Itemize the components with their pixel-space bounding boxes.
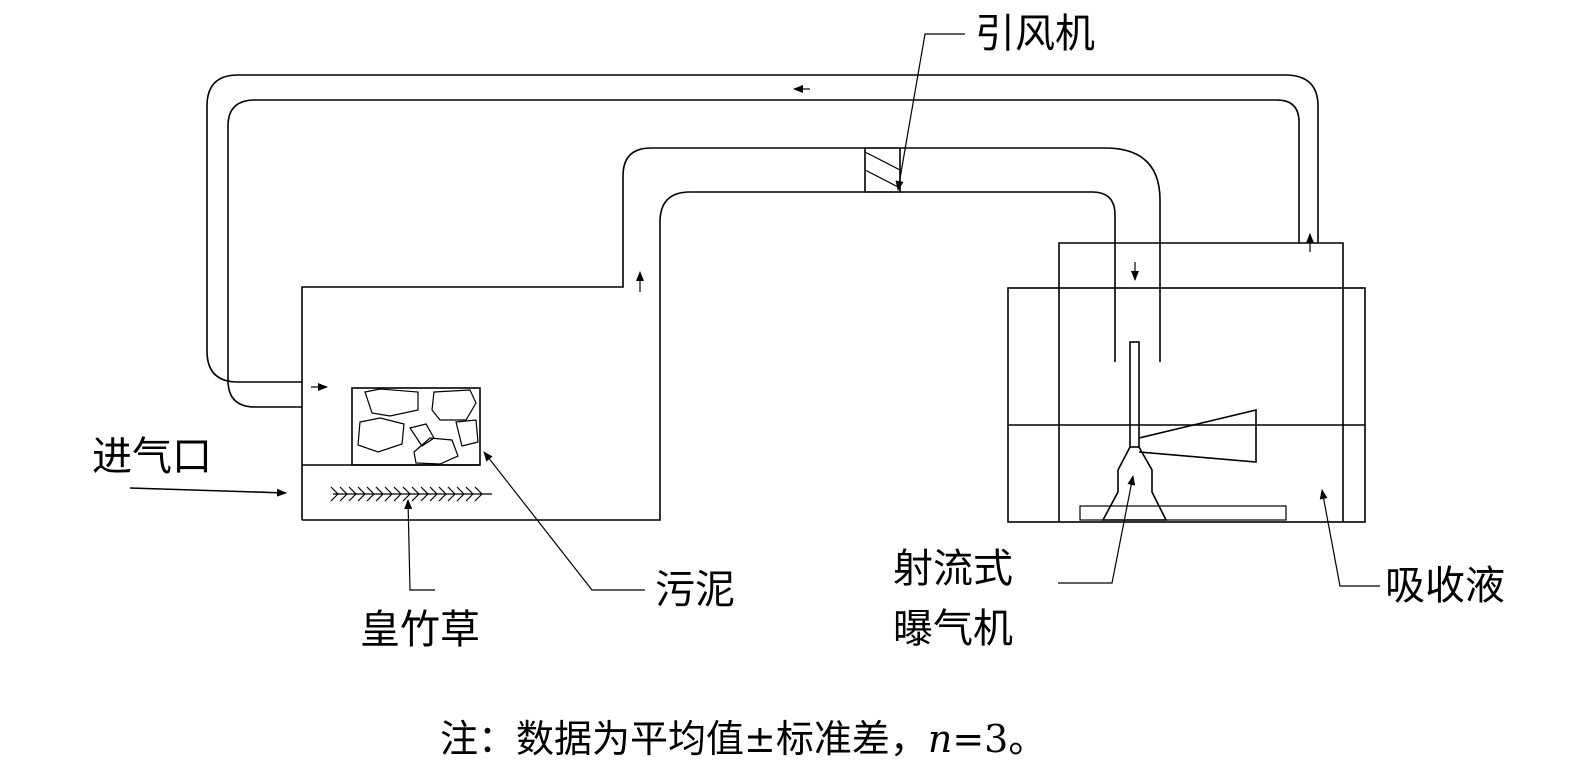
grass-stroke — [366, 486, 375, 495]
note-n-symbol: n — [928, 717, 952, 761]
grass-stroke — [402, 493, 411, 502]
jet-aerator — [1101, 341, 1257, 521]
leader-sludge — [483, 451, 645, 591]
leader-jet-aerator — [1058, 475, 1136, 584]
label-absorbent: 吸收液 — [1385, 563, 1505, 609]
grass-stroke — [357, 486, 366, 495]
leader-inlet — [129, 487, 287, 497]
grass-stroke — [420, 493, 429, 502]
leader-bamboo-grass — [404, 499, 435, 591]
grass-stroke — [384, 493, 393, 502]
label-fan: 引风机 — [975, 11, 1095, 57]
bamboo-grass-symbol — [330, 486, 492, 502]
label-jet-aerator-line2: 曝气机 — [893, 606, 1013, 652]
grass-stroke — [384, 486, 393, 495]
flow-arrows — [311, 85, 1314, 391]
grass-stroke — [339, 486, 348, 495]
label-sludge: 污泥 — [655, 567, 735, 613]
grass-stroke — [465, 486, 474, 495]
leader-lines — [129, 33, 1380, 591]
grass-stroke — [330, 486, 339, 495]
grass-stroke — [348, 486, 357, 495]
grass-stroke — [438, 486, 447, 495]
grass-stroke — [402, 486, 411, 495]
grass-stroke — [456, 493, 465, 502]
grass-stroke — [429, 486, 438, 495]
note-suffix: =3。 — [952, 717, 1046, 761]
grass-stroke — [357, 493, 366, 502]
absorber-tank — [1007, 242, 1366, 523]
grass-stroke — [420, 486, 429, 495]
label-inlet: 进气口 — [92, 434, 212, 480]
grass-stroke — [339, 493, 348, 502]
label-bamboo-grass: 皇竹草 — [360, 607, 480, 653]
grass-stroke — [366, 493, 375, 502]
grass-stroke — [456, 486, 465, 495]
figure-note: 注：数据为平均值±标准差，n=3。 — [440, 717, 1046, 761]
grass-stroke — [375, 493, 384, 502]
grass-stroke — [447, 493, 456, 502]
grass-stroke — [393, 486, 402, 495]
grass-stroke — [375, 486, 384, 495]
sludge-box — [351, 387, 481, 466]
grass-stroke — [447, 486, 456, 495]
grass-stroke — [393, 493, 402, 502]
grass-stroke — [474, 493, 483, 502]
grass-stroke — [411, 493, 420, 502]
note-prefix: 注：数据为平均值±标准差， — [440, 717, 928, 761]
grass-stroke — [348, 493, 357, 502]
return-pipe — [206, 74, 1319, 408]
grass-stroke — [438, 493, 447, 502]
grass-stroke — [411, 486, 420, 495]
grass-stroke — [330, 493, 339, 502]
fan-outlet-pipe — [900, 147, 1161, 362]
grass-stroke — [474, 486, 483, 495]
grass-stroke — [465, 493, 474, 502]
label-jet-aerator-line1: 射流式 — [893, 546, 1013, 592]
leader-fan — [895, 33, 965, 191]
fan-box — [864, 147, 901, 193]
leader-absorbent — [1319, 489, 1380, 587]
grass-stroke — [429, 493, 438, 502]
